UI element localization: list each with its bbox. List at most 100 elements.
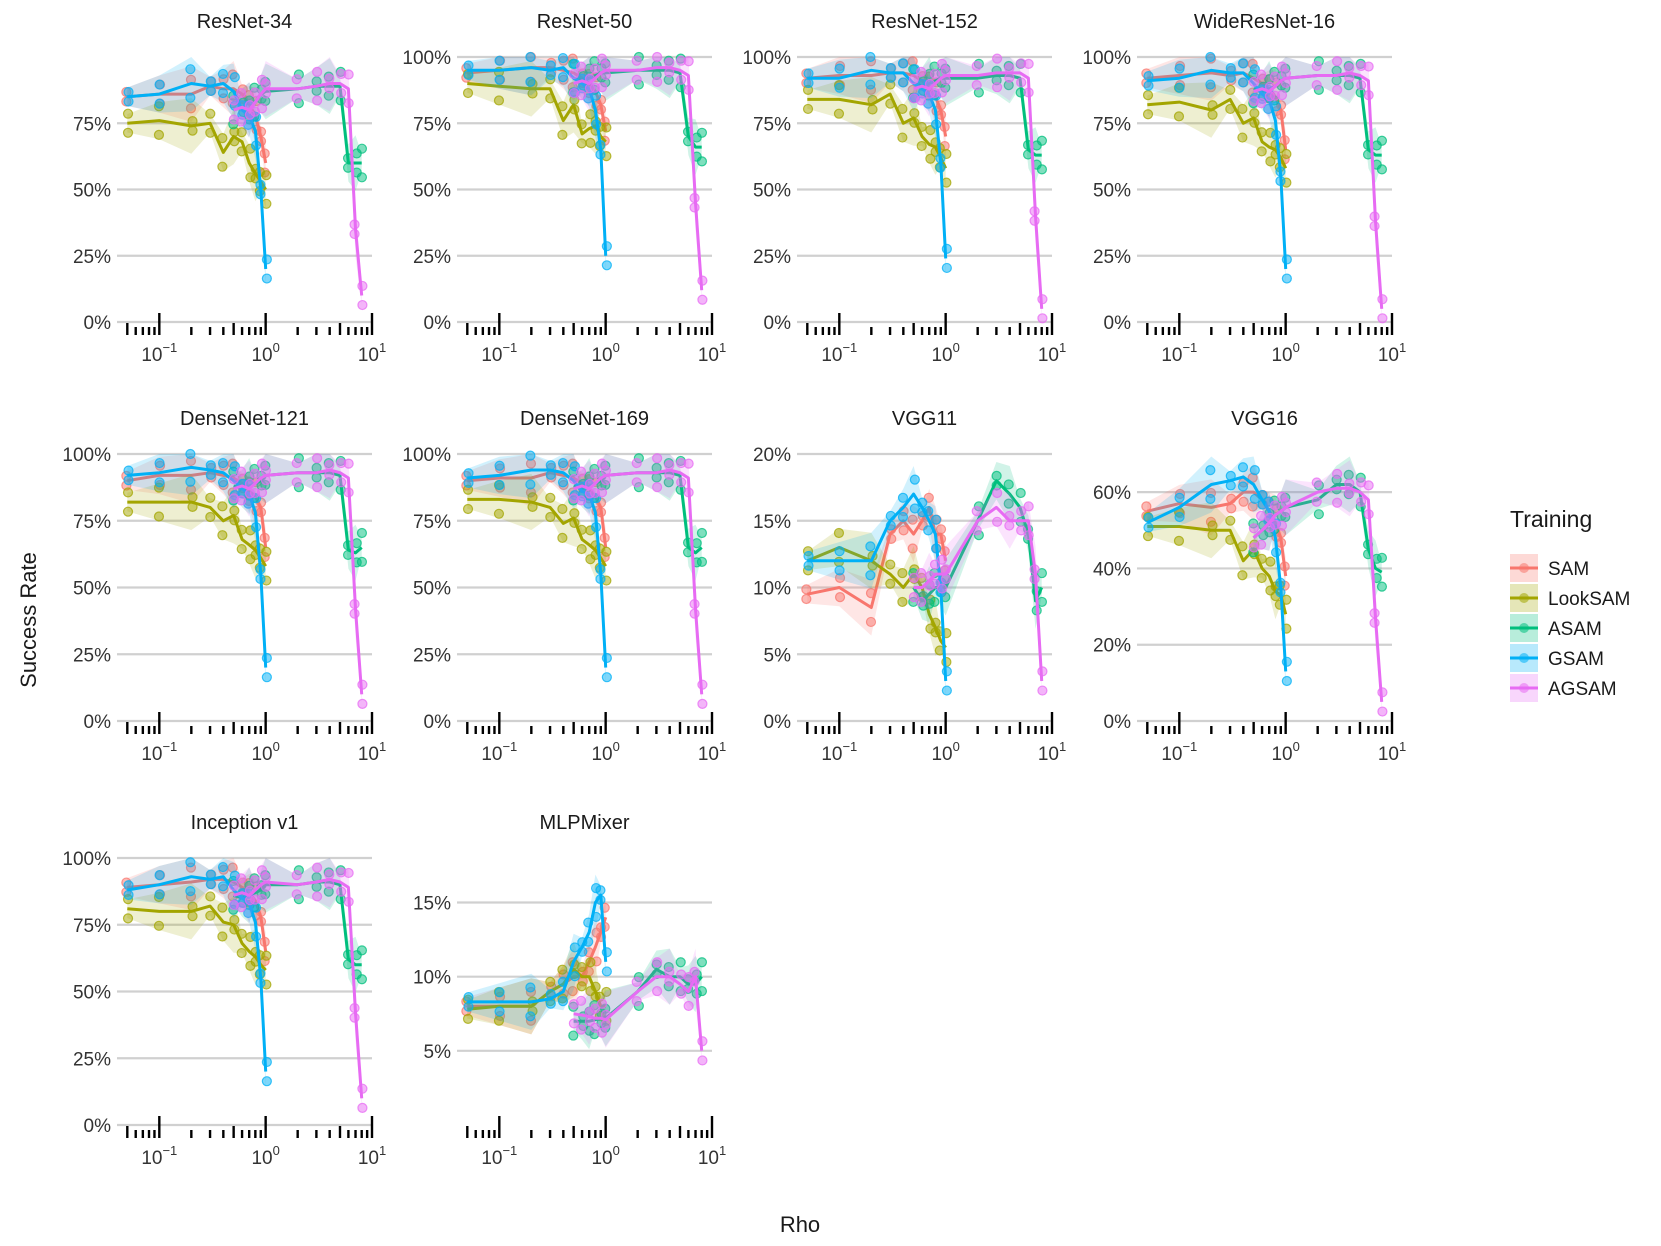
y-tick-label: 0% xyxy=(424,313,452,334)
data-point xyxy=(123,96,134,107)
data-point xyxy=(596,1027,608,1038)
data-point xyxy=(525,76,536,88)
data-point xyxy=(1207,529,1218,541)
x-tick-exponent: 0 xyxy=(953,739,960,754)
series-agsam xyxy=(228,57,368,311)
x-tick-exponent: 1 xyxy=(719,1143,726,1158)
data-point xyxy=(545,492,556,503)
data-point xyxy=(122,506,134,517)
x-tick-exponent: −1 xyxy=(502,340,517,355)
data-point xyxy=(652,453,663,464)
data-point xyxy=(897,567,908,579)
data-point xyxy=(696,556,708,567)
data-point xyxy=(569,508,580,519)
y-tick-label: 50% xyxy=(413,181,451,202)
data-point xyxy=(596,82,608,93)
data-point xyxy=(236,902,247,913)
y-tick-label: 75% xyxy=(413,512,451,533)
data-point xyxy=(187,125,198,136)
data-point xyxy=(260,872,271,883)
y-tick-label: 75% xyxy=(73,114,111,135)
x-tick-label: 101 xyxy=(1378,739,1406,765)
data-point xyxy=(929,68,941,80)
data-point xyxy=(1207,109,1218,120)
data-point xyxy=(205,879,216,890)
data-point xyxy=(601,966,612,977)
x-tick-exponent: −1 xyxy=(162,1143,177,1158)
data-point xyxy=(802,103,814,115)
data-point xyxy=(123,475,134,486)
data-point xyxy=(908,74,919,85)
data-point xyxy=(312,891,323,902)
series-agsam xyxy=(568,51,708,305)
panel-title: WideResNet-16 xyxy=(1194,11,1335,33)
data-point xyxy=(153,920,165,931)
data-point xyxy=(652,957,663,968)
data-point xyxy=(1276,90,1288,101)
data-point xyxy=(236,543,247,555)
x-tick-base: 10 xyxy=(251,1148,272,1169)
data-point xyxy=(576,995,587,1006)
data-point xyxy=(217,881,229,892)
data-point xyxy=(683,458,694,469)
y-tick-label: 10% xyxy=(413,968,451,989)
x-tick-exponent: 1 xyxy=(1059,340,1066,355)
legend-label: ASAM xyxy=(1548,619,1602,640)
data-point xyxy=(1356,79,1367,91)
y-tick-label: 0% xyxy=(84,1116,112,1137)
x-tick-exponent: 0 xyxy=(613,739,620,754)
data-point xyxy=(1003,498,1014,509)
data-point xyxy=(493,508,505,519)
data-point xyxy=(834,63,845,74)
data-point xyxy=(1256,69,1267,80)
data-point xyxy=(228,880,239,891)
series-line xyxy=(233,877,364,1099)
x-tick-base: 10 xyxy=(1161,345,1182,366)
y-tick-label: 20% xyxy=(1093,636,1131,657)
data-point xyxy=(249,468,261,479)
data-point xyxy=(261,273,272,284)
data-point xyxy=(1205,51,1216,63)
y-tick-label: 100% xyxy=(742,48,791,69)
series-agsam xyxy=(1248,56,1388,324)
y-tick-label: 0% xyxy=(84,712,112,733)
data-point xyxy=(356,527,368,539)
data-point xyxy=(217,530,228,541)
data-point xyxy=(569,971,580,982)
data-point xyxy=(557,457,569,469)
y-tick-label: 75% xyxy=(1093,114,1131,135)
data-point xyxy=(525,1011,536,1022)
data-point xyxy=(205,511,216,523)
data-point xyxy=(236,87,247,99)
data-point xyxy=(885,72,896,83)
data-point xyxy=(154,457,165,469)
data-point xyxy=(1363,61,1374,72)
y-tick-label: 10% xyxy=(753,579,791,600)
data-point xyxy=(1377,706,1388,717)
confidence-band xyxy=(233,57,362,305)
data-point xyxy=(343,458,354,469)
data-point xyxy=(336,87,347,99)
data-point xyxy=(1265,556,1276,567)
data-point xyxy=(557,72,569,83)
data-point xyxy=(256,894,268,905)
legend-entry-asam: ASAM xyxy=(1510,614,1602,642)
data-point xyxy=(1037,313,1048,324)
x-tick-label: 101 xyxy=(358,1143,386,1169)
data-point xyxy=(1313,509,1324,520)
data-point xyxy=(652,482,663,493)
series-line xyxy=(467,967,606,1011)
data-point xyxy=(261,170,272,181)
x-tick-label: 10−1 xyxy=(1161,340,1197,366)
series-agsam xyxy=(568,453,708,710)
series-line xyxy=(467,893,608,1004)
data-point xyxy=(525,450,536,461)
series-line xyxy=(573,975,704,1051)
data-point xyxy=(217,902,228,913)
legend-label: SAM xyxy=(1548,559,1589,580)
data-point xyxy=(1332,56,1343,67)
panel-title: ResNet-50 xyxy=(537,11,633,33)
data-point xyxy=(1276,520,1288,531)
data-point xyxy=(1269,500,1281,511)
